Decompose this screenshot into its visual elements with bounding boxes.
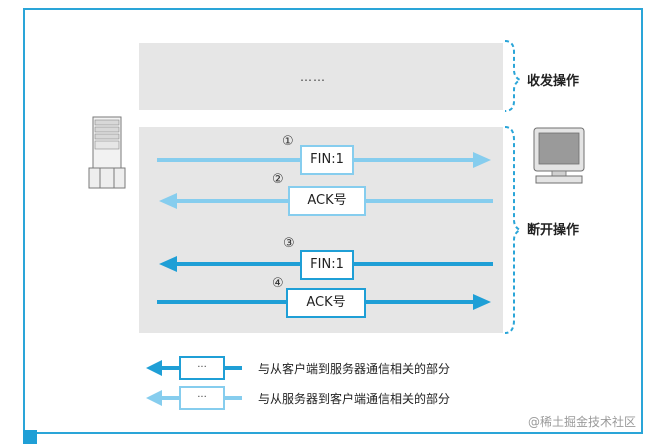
transfer-brace [504,40,523,112]
transfer-label: 收发操作 [527,74,580,89]
legend-text-server-to-client: 与从服务器到客户端通信相关的部分 [258,392,451,406]
transfer-panel [139,43,503,110]
transfer-placeholder: …… [300,70,326,84]
message-3-index: ③ [283,236,295,251]
client-computer-icon [533,127,585,184]
legend-box-client-to-server: ··· [179,356,225,380]
message-2-index: ② [272,172,284,187]
server-icon [88,116,126,189]
message-1-box: FIN:1 [300,145,354,175]
message-2-box: ACK号 [288,186,366,216]
legend-box-server-to-client: ··· [179,386,225,410]
message-4-box: ACK号 [286,288,366,318]
disconnect-brace [504,126,523,334]
legend-text-client-to-server: 与从客户端到服务器通信相关的部分 [258,362,451,376]
corner-marker [23,430,37,444]
disconnect-label: 断开操作 [527,223,580,238]
message-1-index: ① [282,134,294,149]
message-4-index: ④ [272,276,284,291]
message-3-box: FIN:1 [300,250,354,280]
watermark-text: @稀土掘金技术社区 [528,415,637,429]
